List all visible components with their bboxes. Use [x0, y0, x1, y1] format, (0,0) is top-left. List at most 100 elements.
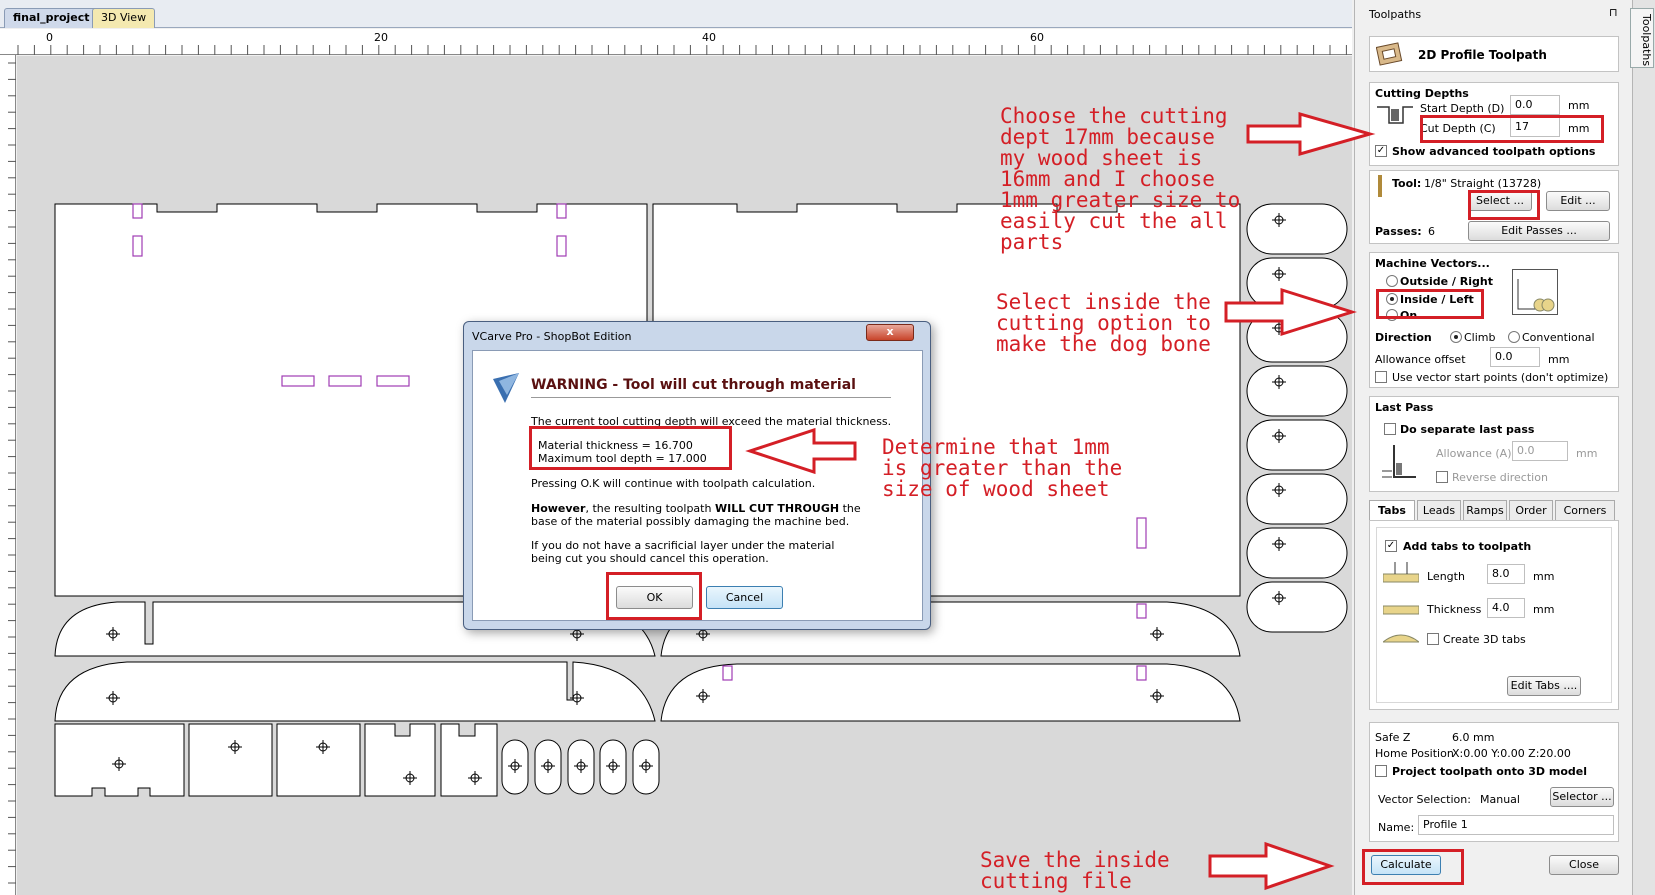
thickness-label: Thickness	[1427, 603, 1482, 616]
tab-corners[interactable]: Corners	[1555, 500, 1615, 520]
tool-bit-icon	[1378, 175, 1382, 197]
selector-button[interactable]: Selector ...	[1550, 787, 1614, 807]
tab-length-icon	[1383, 562, 1419, 583]
ok-button[interactable]: OK	[616, 586, 693, 609]
part-bottom-4	[364, 723, 436, 797]
hole-crosshair	[639, 759, 653, 773]
calculate-button[interactable]: Calculate	[1371, 855, 1441, 875]
tab-3d-icon	[1383, 634, 1419, 643]
conventional-radio[interactable]	[1508, 331, 1520, 343]
vector-start-points-checkbox[interactable]	[1375, 371, 1387, 383]
start-depth-input[interactable]: 0.0	[1510, 95, 1560, 115]
last-pass-allowance-label: Allowance (A)	[1436, 447, 1512, 460]
hole-crosshair	[403, 771, 417, 785]
max-tool-depth-text: Maximum tool depth = 17.000	[538, 452, 707, 465]
hole-crosshair	[106, 691, 120, 705]
create-3d-tabs-label: Create 3D tabs	[1443, 633, 1526, 646]
depth-diagram-icon	[1377, 106, 1413, 124]
drawing-canvas[interactable]	[17, 56, 1352, 895]
separate-last-pass-checkbox[interactable]	[1384, 423, 1396, 435]
thickness-input[interactable]: 4.0	[1487, 598, 1525, 618]
highlight-select-button	[1468, 190, 1540, 220]
dialog-body: WARNING - Tool will cut through material…	[472, 350, 923, 621]
climb-radio[interactable]	[1450, 331, 1462, 343]
hole-crosshair	[541, 759, 555, 773]
cancel-button[interactable]: Cancel	[706, 586, 783, 609]
arrow-to-material	[745, 427, 857, 475]
edit-tool-button[interactable]: Edit ...	[1546, 191, 1610, 211]
part-curve-3	[54, 661, 656, 722]
hole-crosshair	[1272, 591, 1286, 605]
highlight-material-text	[529, 426, 732, 470]
hole-crosshair	[1272, 375, 1286, 389]
tool-group: Tool: 1/8" Straight (13728) Select ... E…	[1369, 170, 1619, 244]
edit-tabs-button[interactable]: Edit Tabs ....	[1507, 676, 1581, 696]
machine-vectors-heading: Machine Vectors...	[1375, 257, 1490, 270]
part-curve-4	[660, 663, 1241, 722]
safe-z-value: 6.0 mm	[1452, 731, 1495, 744]
vertical-ruler	[0, 55, 16, 895]
name-label: Name:	[1378, 821, 1415, 834]
ruler-label-20: 20	[374, 31, 388, 44]
annotation-depth: Choose the cutting dept 17mm because my …	[1000, 104, 1241, 254]
tabs-panel: ✓ Add tabs to toolpath Length 8.0 mm Thi…	[1369, 520, 1619, 710]
allowance-offset-input[interactable]: 0.0	[1490, 347, 1540, 367]
passes-label: Passes:	[1375, 225, 1422, 238]
tab-order[interactable]: Order	[1509, 500, 1553, 520]
heading-rule	[531, 397, 891, 398]
pin-icon[interactable]: ⊓	[1609, 6, 1618, 19]
highlight-inside-left	[1376, 289, 1484, 319]
holes	[106, 213, 1286, 785]
edit-passes-button[interactable]: Edit Passes ...	[1468, 221, 1610, 241]
tab-leads[interactable]: Leads	[1417, 500, 1461, 520]
reverse-direction-checkbox[interactable]	[1436, 471, 1448, 483]
tab-ramps[interactable]: Ramps	[1463, 500, 1507, 520]
inside-cut-diagram-icon	[1512, 269, 1558, 315]
allowance-offset-label: Allowance offset	[1375, 353, 1466, 366]
profile-toolpath-icon	[1376, 42, 1403, 66]
dialog-close-button[interactable]: x	[866, 324, 914, 341]
sacrificial-line1: If you do not have a sacrificial layer u…	[531, 539, 835, 552]
hole-crosshair	[468, 771, 482, 785]
ruler-ticks: 0 20 40 60	[17, 31, 1347, 55]
project-3d-checkbox[interactable]	[1375, 765, 1387, 777]
tabs-inner: ✓ Add tabs to toolpath Length 8.0 mm Thi…	[1376, 527, 1612, 703]
conventional-label: Conventional	[1522, 331, 1595, 344]
tab-3d-view[interactable]: 3D View	[92, 8, 156, 28]
warning-dialog: VCarve Pro - ShopBot Edition x WARNING -…	[463, 321, 931, 630]
hole-crosshair	[606, 759, 620, 773]
advanced-options-checkbox[interactable]: ✓	[1375, 145, 1387, 157]
length-label: Length	[1427, 570, 1465, 583]
toolpaths-side-tab[interactable]: Toolpaths	[1630, 8, 1654, 68]
project-3d-label: Project toolpath onto 3D model	[1392, 765, 1588, 778]
direction-label: Direction	[1375, 331, 1432, 344]
select-tool-button[interactable]: Select ...	[1468, 191, 1532, 211]
ruler-label-60: 60	[1030, 31, 1044, 44]
length-unit: mm	[1533, 570, 1555, 583]
tool-name: 1/8" Straight (13728)	[1424, 177, 1542, 190]
horizontal-ruler: 0 20 40 60	[0, 29, 1352, 55]
tab-tabs[interactable]: Tabs	[1369, 500, 1415, 520]
dialog-line1: The current tool cutting depth will exce…	[531, 415, 892, 428]
add-tabs-checkbox[interactable]: ✓	[1385, 540, 1397, 552]
hole-crosshair	[1272, 537, 1286, 551]
annotation-determine: Determine that 1mm is greater than the s…	[882, 435, 1123, 501]
length-input[interactable]: 8.0	[1487, 564, 1525, 584]
dialog-line2: Pressing O.K will continue with toolpath…	[531, 477, 816, 490]
part-bottom-5	[440, 723, 498, 797]
ruler-label-40: 40	[702, 31, 716, 44]
allowance-offset-unit: mm	[1548, 353, 1570, 366]
create-3d-tabs-checkbox[interactable]	[1427, 633, 1439, 645]
hole-crosshair	[1272, 429, 1286, 443]
cut-depth-input[interactable]: 17	[1510, 117, 1560, 137]
hole-crosshair	[508, 759, 522, 773]
last-pass-allowance-input[interactable]: 0.0	[1512, 441, 1568, 461]
toolpath-header: 2D Profile Toolpath	[1369, 36, 1619, 72]
inside-left-radio[interactable]	[1386, 293, 1398, 305]
arrow-to-calculate	[1208, 841, 1335, 891]
separate-last-pass-label: Do separate last pass	[1400, 423, 1535, 436]
outside-right-radio[interactable]	[1386, 275, 1398, 287]
vcarve-logo-icon	[493, 373, 519, 403]
name-input[interactable]: Profile 1	[1418, 815, 1614, 835]
close-button[interactable]: Close	[1549, 855, 1619, 875]
